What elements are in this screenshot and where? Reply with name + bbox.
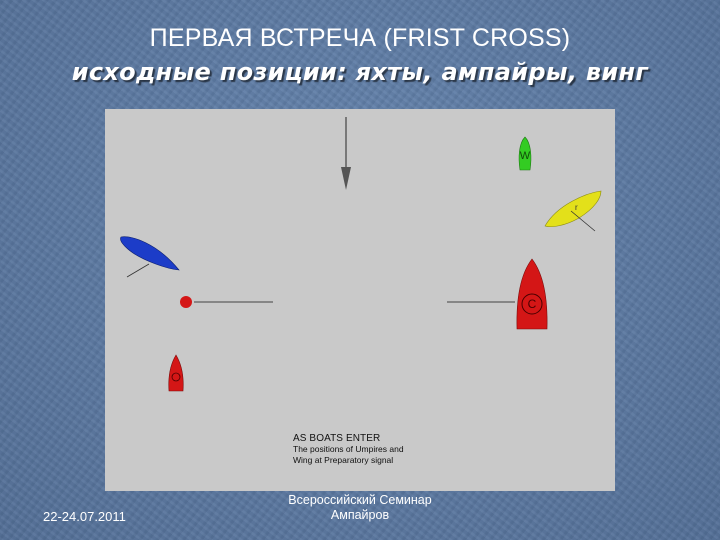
committee-label: C [528, 297, 537, 311]
yellow-umpire-boat: r [544, 190, 602, 232]
slide-subtitle: исходные позиции: яхты, ампайры, винг [71, 58, 649, 86]
red-umpire-boat [168, 354, 184, 392]
wing-label: W [520, 150, 531, 162]
slide-title: ПЕРВАЯ ВСТРЕЧА (FRIST CROSS) [149, 24, 571, 52]
committee-boat: C [516, 258, 548, 330]
wind-arrow-head [341, 167, 351, 190]
caption-line-2: Wing at Preparatory signal [293, 455, 394, 465]
caption-line-1: The positions of Umpires and [293, 444, 404, 454]
footer-event: Всероссийский Семинар Ампайров [260, 493, 460, 523]
footer-event-line-1: Всероссийский Семинар [288, 493, 432, 507]
yellow-umpire-label: r [575, 203, 578, 212]
blue-boat [120, 236, 180, 278]
diagram-canvas: W r C [120, 117, 602, 392]
pin-end-buoy [180, 296, 192, 308]
start-diagram: W r C AS BOATS ENTER The [105, 109, 615, 491]
diagram-caption: AS BOATS ENTER The positions of Umpires … [293, 433, 473, 466]
footer-date: 22-24.07.2011 [43, 509, 126, 524]
caption-heading: AS BOATS ENTER [293, 433, 381, 444]
wing-boat: W [518, 136, 532, 171]
footer-event-line-2: Ампайров [330, 508, 390, 522]
